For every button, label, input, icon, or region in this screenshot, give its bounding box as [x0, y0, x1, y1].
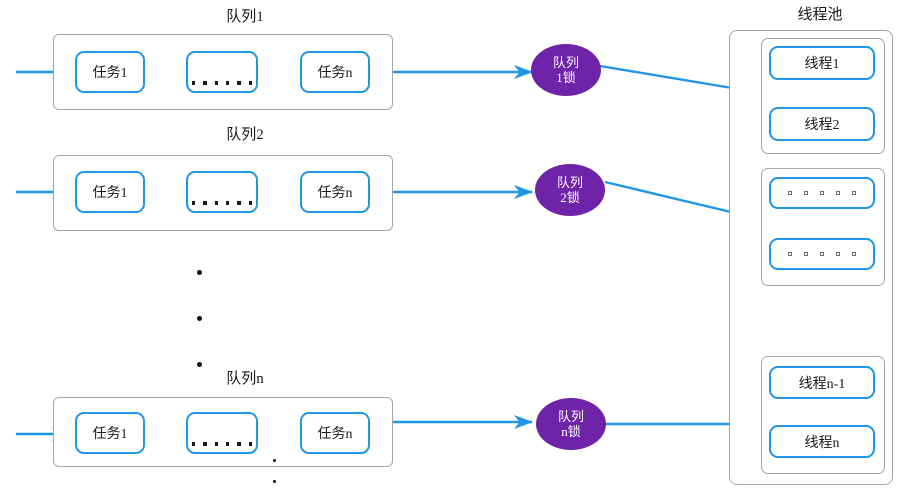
ellipsis-dot — [836, 252, 840, 256]
thread-pool-title: 线程池 — [797, 7, 843, 23]
queue-label-1: 队列1 — [226, 9, 264, 25]
ellipsis-dot — [214, 81, 218, 85]
queue-lock-2[interactable]: 队列 2锁 — [535, 164, 605, 216]
ellipsis-dot — [820, 191, 824, 195]
thread-box-ellipsis-1 — [769, 177, 875, 209]
thread-box-1[interactable]: 线程1 — [769, 46, 875, 80]
ellipsis-dot — [192, 201, 196, 205]
queue-lock-n[interactable]: 队列 n锁 — [536, 398, 606, 450]
vertical-ellipsis-dot — [197, 362, 202, 367]
vertical-ellipsis-dot — [197, 270, 202, 275]
ellipsis-dot — [226, 81, 230, 85]
ellipsis-dot — [192, 442, 196, 446]
thread-box-n[interactable]: 线程n — [769, 425, 875, 458]
ellipsis-dot — [804, 191, 808, 195]
queue-2-task-ellipsis — [186, 171, 258, 213]
queue-label-2: 队列2 — [226, 127, 264, 143]
ellipsis-dot — [237, 81, 241, 85]
queue-1-task-last[interactable]: 任务n — [300, 51, 370, 93]
queue-n-task-ellipsis — [186, 412, 258, 454]
ellipsis-dot — [788, 252, 792, 256]
ellipsis-dot — [248, 442, 252, 446]
queue-1-task-first[interactable]: 任务1 — [75, 51, 145, 93]
ellipsis-dot — [203, 442, 207, 446]
ellipsis-dot — [214, 442, 218, 446]
ellipsis-dot — [203, 201, 207, 205]
queue-1-task-ellipsis — [186, 51, 258, 93]
ellipsis-dot — [237, 201, 241, 205]
ellipsis-dot — [852, 191, 856, 195]
trailing-ellipsis-dot — [273, 480, 276, 483]
ellipsis-dot — [214, 201, 218, 205]
ellipsis-dot — [192, 81, 196, 85]
ellipsis-dot — [836, 191, 840, 195]
vertical-ellipsis-dot — [197, 316, 202, 321]
queue-2-task-last[interactable]: 任务n — [300, 171, 370, 213]
queue-lock-1[interactable]: 队列 1锁 — [531, 44, 601, 96]
thread-box-2[interactable]: 线程2 — [769, 107, 875, 141]
ellipsis-dot — [203, 81, 207, 85]
queue-n-task-last[interactable]: 任务n — [300, 412, 370, 454]
queue-label-n: 队列n — [226, 371, 264, 387]
queue-n-task-first[interactable]: 任务1 — [75, 412, 145, 454]
thread-box-n-minus-1[interactable]: 线程n-1 — [769, 366, 875, 399]
ellipsis-dot — [788, 191, 792, 195]
ellipsis-dot — [852, 252, 856, 256]
ellipsis-dot — [248, 201, 252, 205]
ellipsis-dot — [226, 442, 230, 446]
queue-2-task-first[interactable]: 任务1 — [75, 171, 145, 213]
ellipsis-dot — [237, 442, 241, 446]
ellipsis-dot — [226, 201, 230, 205]
trailing-ellipsis-dot — [273, 459, 276, 462]
ellipsis-dot — [248, 81, 252, 85]
ellipsis-dot — [820, 252, 824, 256]
thread-box-ellipsis-2 — [769, 238, 875, 270]
ellipsis-dot — [804, 252, 808, 256]
